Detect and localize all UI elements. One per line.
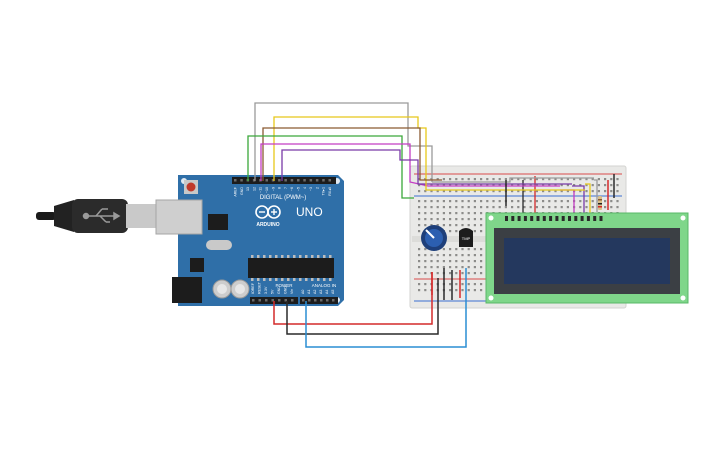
pin-label: ~9	[271, 187, 275, 191]
wire-magenta	[260, 143, 560, 187]
pin-label: 8	[278, 187, 282, 189]
wire-green	[247, 135, 414, 199]
pin-label: 7	[284, 187, 288, 189]
wire-gray	[254, 102, 433, 182]
pin-label: AREF	[234, 186, 238, 196]
wire-black	[286, 278, 439, 335]
digital-label: DIGITAL (PWM~)	[260, 195, 307, 201]
pot-knob-indicator	[425, 229, 435, 239]
wire-red	[273, 272, 433, 325]
pin-label: A5	[331, 290, 335, 294]
usb-port[interactable]	[155, 199, 203, 235]
arduino-model: UNO	[296, 205, 323, 219]
power-label: POWER	[275, 283, 293, 288]
wire-blue	[305, 268, 467, 348]
pin-label: ~3	[309, 187, 313, 191]
potentiometer[interactable]	[421, 225, 447, 251]
pin-label: A3	[319, 290, 323, 294]
power-jack[interactable]	[172, 277, 202, 303]
resistor	[598, 196, 602, 210]
pin-label: 2	[315, 187, 319, 189]
pin-label: ~5	[297, 187, 301, 191]
lcd-screen	[504, 238, 670, 284]
usb-symbol-icon	[82, 208, 121, 223]
pin-label: TX▸1	[322, 187, 326, 195]
pin-label: RX◂0	[328, 187, 332, 196]
temperature-sensor[interactable]: TMP	[459, 228, 473, 247]
wires-power	[273, 174, 615, 348]
arduino-logo-icon	[255, 205, 281, 219]
pin-label: 4	[303, 187, 307, 189]
analog-label: ANALOG IN	[312, 283, 337, 288]
pin-label: RESET	[258, 281, 262, 294]
pin-label: GND	[284, 286, 288, 294]
lcd-pins	[505, 216, 603, 221]
pin-label: A1	[307, 290, 311, 294]
analog-header[interactable]	[300, 297, 338, 304]
reset-button[interactable]	[186, 182, 196, 192]
pin-label: 13	[246, 187, 250, 191]
microcontroller-chip	[248, 258, 334, 278]
wire-gray-2	[432, 177, 594, 183]
lcd-display[interactable]	[485, 212, 689, 304]
wire-brown	[262, 127, 442, 181]
pin-label: A4	[325, 290, 329, 294]
digital-header[interactable]	[232, 177, 336, 184]
pin-label: ~10	[265, 187, 269, 193]
pin-label: ~11	[259, 187, 263, 193]
pin-label: 12	[252, 187, 256, 191]
wires-digital	[247, 102, 594, 199]
chip-pins	[251, 255, 332, 281]
sensor-label: TMP	[462, 236, 471, 241]
pin-label: GND	[277, 286, 281, 294]
pin-label: 3.3V	[264, 286, 268, 294]
pin-label: GND	[240, 187, 244, 195]
usb-cable[interactable]	[36, 199, 158, 233]
pin-label: 5V	[271, 289, 275, 294]
pin-label: A2	[313, 290, 317, 294]
wire-purple	[281, 149, 572, 185]
pin-label: IOREF	[251, 282, 255, 294]
pin-label: A0	[301, 290, 305, 294]
pin-label: ~6	[290, 187, 294, 191]
wire-yellow-2	[425, 182, 585, 191]
pin-label: Vin	[290, 289, 294, 294]
arduino-brand: ARDUINO	[256, 222, 279, 228]
